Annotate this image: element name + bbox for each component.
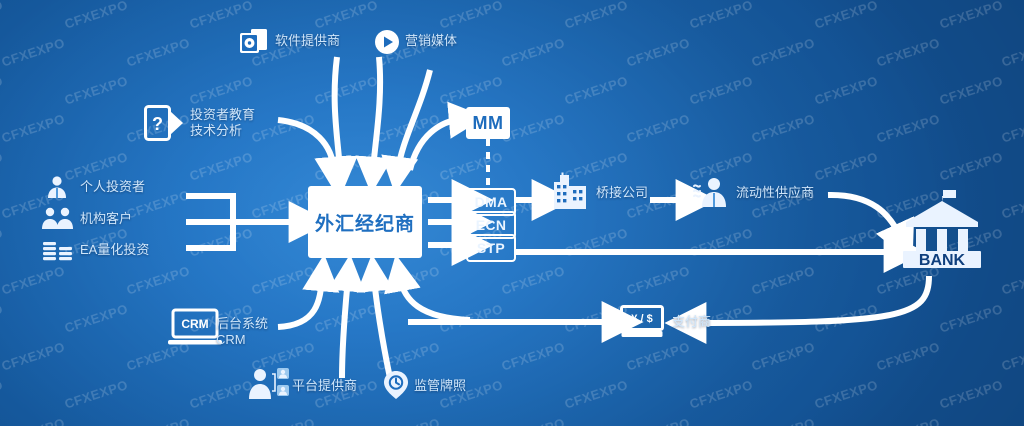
single-person-icon (45, 175, 69, 204)
group-people-icon (41, 206, 75, 235)
label-ea-quant-investing: EA量化投资 (80, 242, 150, 257)
play-media-icon (374, 29, 400, 60)
label-payment-provider: 支付商 (672, 314, 712, 329)
label-marketing-media: 营销媒体 (405, 33, 458, 48)
label-backoffice-crm: 后台系统 CRM (216, 316, 269, 347)
broker-center-box[interactable]: 外汇经纪商 (308, 186, 422, 258)
software-box-icon (239, 28, 269, 61)
license-shield-icon (383, 370, 409, 405)
payment-card-icon: ¥ / $ (620, 305, 664, 346)
dma-label: DMA (474, 194, 508, 210)
stp-box[interactable]: STP (466, 234, 516, 262)
platform-people-icon (248, 366, 292, 405)
crm-laptop-icon: CRM (168, 308, 222, 353)
bank-flag-icon: BANK (898, 188, 986, 275)
payment-badge: ¥ / $ (631, 313, 652, 325)
bank-to-payment-curve (664, 275, 932, 344)
label-bridge-company: 桥接公司 (596, 185, 649, 200)
label-individual-investor: 个人投资者 (80, 179, 146, 194)
svg-text:?: ? (152, 114, 163, 134)
label-software-provider: 软件提供商 (275, 33, 341, 48)
bank-label: BANK (919, 252, 966, 269)
question-document-icon: ? (144, 105, 184, 146)
broker-to-mm-curve (407, 101, 486, 171)
ecn-label: ECN (475, 217, 507, 233)
left-bracket-collector (186, 193, 236, 251)
stp-label: STP (476, 240, 506, 256)
coin-stack-icon (42, 237, 76, 266)
top-inbound-arrows (277, 56, 433, 194)
label-liquidity-provider: 流动性供应商 (736, 185, 815, 200)
broker-label: 外汇经纪商 (314, 213, 415, 235)
label-institutional-client: 机构客户 (80, 211, 133, 226)
label-platform-provider: 平台提供商 (292, 378, 358, 393)
label-regulatory-license: 监管牌照 (414, 378, 467, 393)
liquidity-person-icon (692, 176, 736, 213)
mm-label: MM (472, 112, 504, 133)
buildings-icon (548, 172, 592, 215)
bottom-inbound-arrows (277, 254, 471, 379)
mm-box[interactable]: MM (466, 107, 510, 139)
broker-to-tier-arrows (428, 179, 494, 266)
svg-text:CRM: CRM (181, 317, 208, 331)
liquidity-to-bank-curve (827, 191, 915, 264)
label-investor-education: 投资者教育 技术分析 (190, 107, 256, 138)
